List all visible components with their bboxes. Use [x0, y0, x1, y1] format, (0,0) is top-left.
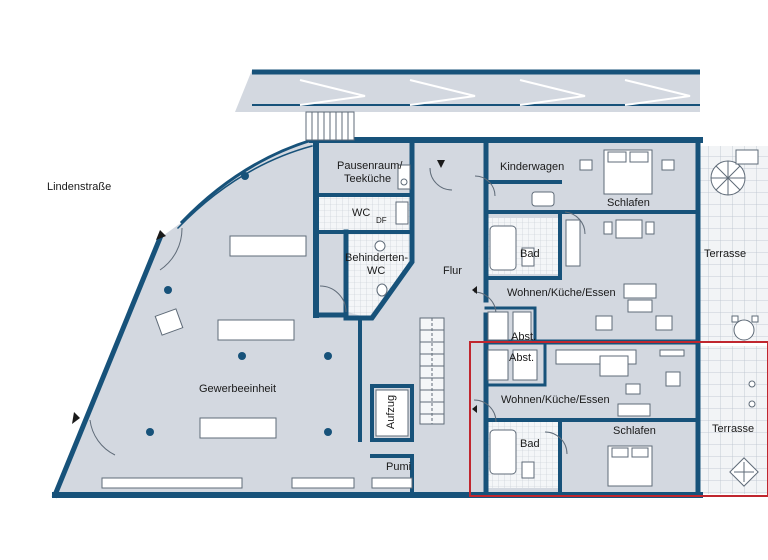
apartment-lower-furniture — [487, 349, 685, 487]
door-swings — [89, 167, 586, 456]
bedroom-upper-label: Schlafen — [607, 197, 650, 209]
elevator-shaft — [375, 389, 409, 437]
commercial-unit-label: Gewerbeeinheit — [199, 383, 277, 395]
highlighted-unit-outline — [469, 341, 768, 497]
elevator-label: Aufzug — [385, 394, 398, 430]
break-room-label-2: Teeküche — [344, 173, 392, 185]
living-lower-label: Wohnen/Küche/Essen — [501, 394, 610, 406]
accessible-wc-label-2: WC — [367, 265, 386, 277]
outdoor-stair — [305, 111, 355, 141]
break-room-label-1: Pausenraum/ — [337, 160, 403, 172]
street-band — [235, 69, 700, 112]
pump-room-label: Pumi — [386, 461, 412, 473]
accessible-wc-label-1: Behinderten- — [345, 252, 408, 264]
storage-lower-label: Abst. — [509, 352, 535, 364]
storage-upper-label: Abst. — [511, 331, 537, 343]
entrance-arrows — [72, 160, 477, 424]
core-sanitary — [374, 164, 411, 297]
bath-lower-label: Bad — [520, 438, 540, 450]
hallway-label: Flur — [443, 265, 462, 277]
commercial-furniture — [101, 235, 413, 489]
wc-label: WC — [352, 207, 371, 219]
street-label: Lindenstraße — [47, 181, 112, 193]
stroller-room-label: Kinderwagen — [500, 161, 565, 173]
apartment-upper-furniture — [487, 149, 675, 341]
staircase — [419, 317, 445, 425]
terrace-upper-furniture — [710, 149, 759, 341]
terrace-upper-label: Terrasse — [704, 248, 747, 260]
living-upper-label: Wohnen/Küche/Essen — [507, 287, 616, 299]
bath-upper-label: Bad — [520, 248, 540, 260]
terrace-lower-label: Terrasse — [712, 423, 755, 435]
terrace-lower-furniture — [729, 380, 759, 487]
ceiling-lights — [146, 172, 332, 436]
df-label: DF — [376, 216, 387, 225]
bedroom-lower-label: Schlafen — [613, 425, 656, 437]
